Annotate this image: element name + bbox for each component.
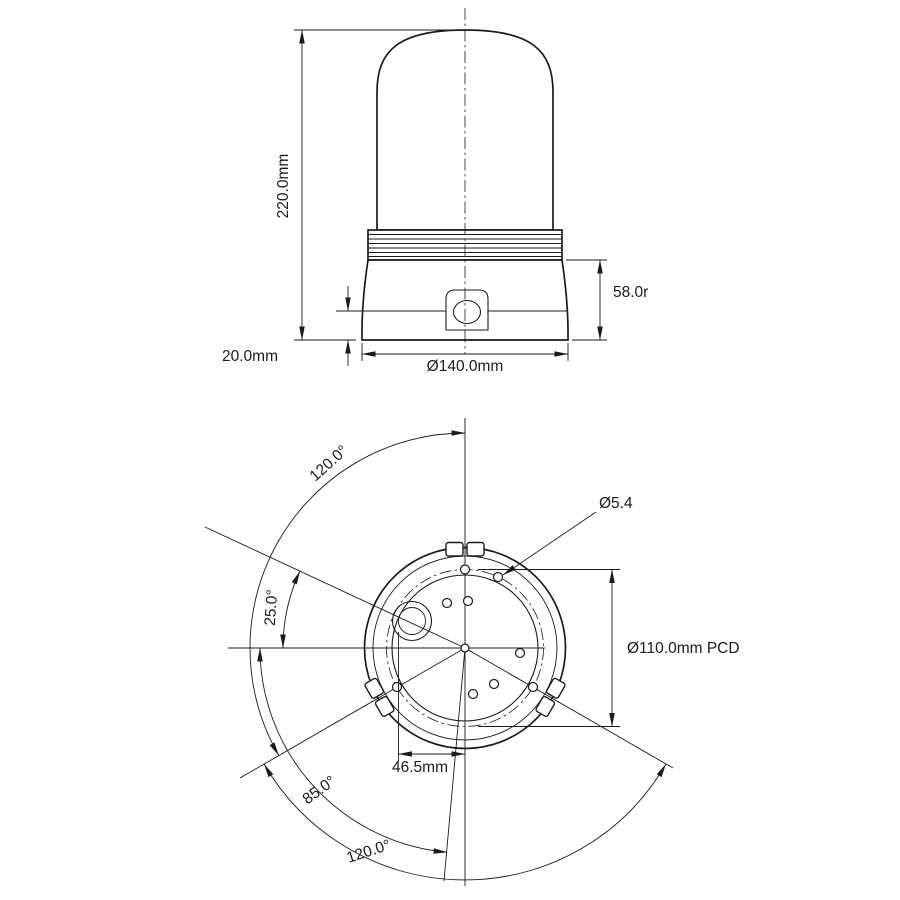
dim-diameter-label: Ø140.0mm	[427, 358, 504, 375]
angle-arc-25	[280, 570, 301, 649]
cable-gland-opening	[452, 299, 482, 325]
mounting-tab-lower-left	[535, 677, 566, 717]
center-hole	[460, 643, 470, 653]
plate-hole	[441, 597, 453, 609]
plate-hole	[462, 595, 474, 607]
angle-arc-bottom-120	[263, 763, 667, 881]
base-outline	[361, 259, 569, 341]
angle-arc-85	[257, 647, 448, 854]
dim-height-label: 220.0mm	[275, 154, 292, 219]
dim-hole-label: Ø5.4	[599, 495, 633, 512]
fixing-hole-referenced	[492, 571, 504, 583]
dim-angle-top-label: 120.0°	[307, 442, 352, 485]
plate-hole	[514, 647, 526, 659]
fixing-hole	[459, 564, 471, 575]
dim-pcd-label: Ø110.0mm PCD	[627, 640, 740, 657]
plate-hole	[488, 678, 500, 690]
fixing-hole	[391, 681, 403, 693]
dim-lip-label: 20.0mm	[222, 348, 278, 365]
cable-gland	[445, 289, 489, 331]
plan-view: 120.0° 25.0° 85.0° 120.0° Ø5.4 Ø110.0mm …	[204, 418, 740, 886]
radial-line-tab-lower-right	[464, 647, 674, 769]
fixing-hole	[527, 681, 539, 693]
dim-radius-label: 58.0r	[613, 284, 648, 301]
dim-offset-label: 46.5mm	[392, 759, 448, 776]
side-view: 220.0mm 20.0mm Ø140.0mm 58.0r	[222, 8, 648, 375]
radial-line-25deg	[204, 526, 466, 649]
dim-angle-lower-left-label: 85.0°	[300, 773, 339, 808]
dim-angle-left-label: 25.0°	[262, 589, 281, 626]
dim-angle-bottom-label: 120.0°	[345, 837, 393, 867]
angle-arc-top-120	[249, 430, 466, 756]
cable-entry-hole-inner	[398, 607, 426, 635]
leader-line-hole	[502, 511, 597, 576]
plate-hole	[467, 688, 479, 700]
